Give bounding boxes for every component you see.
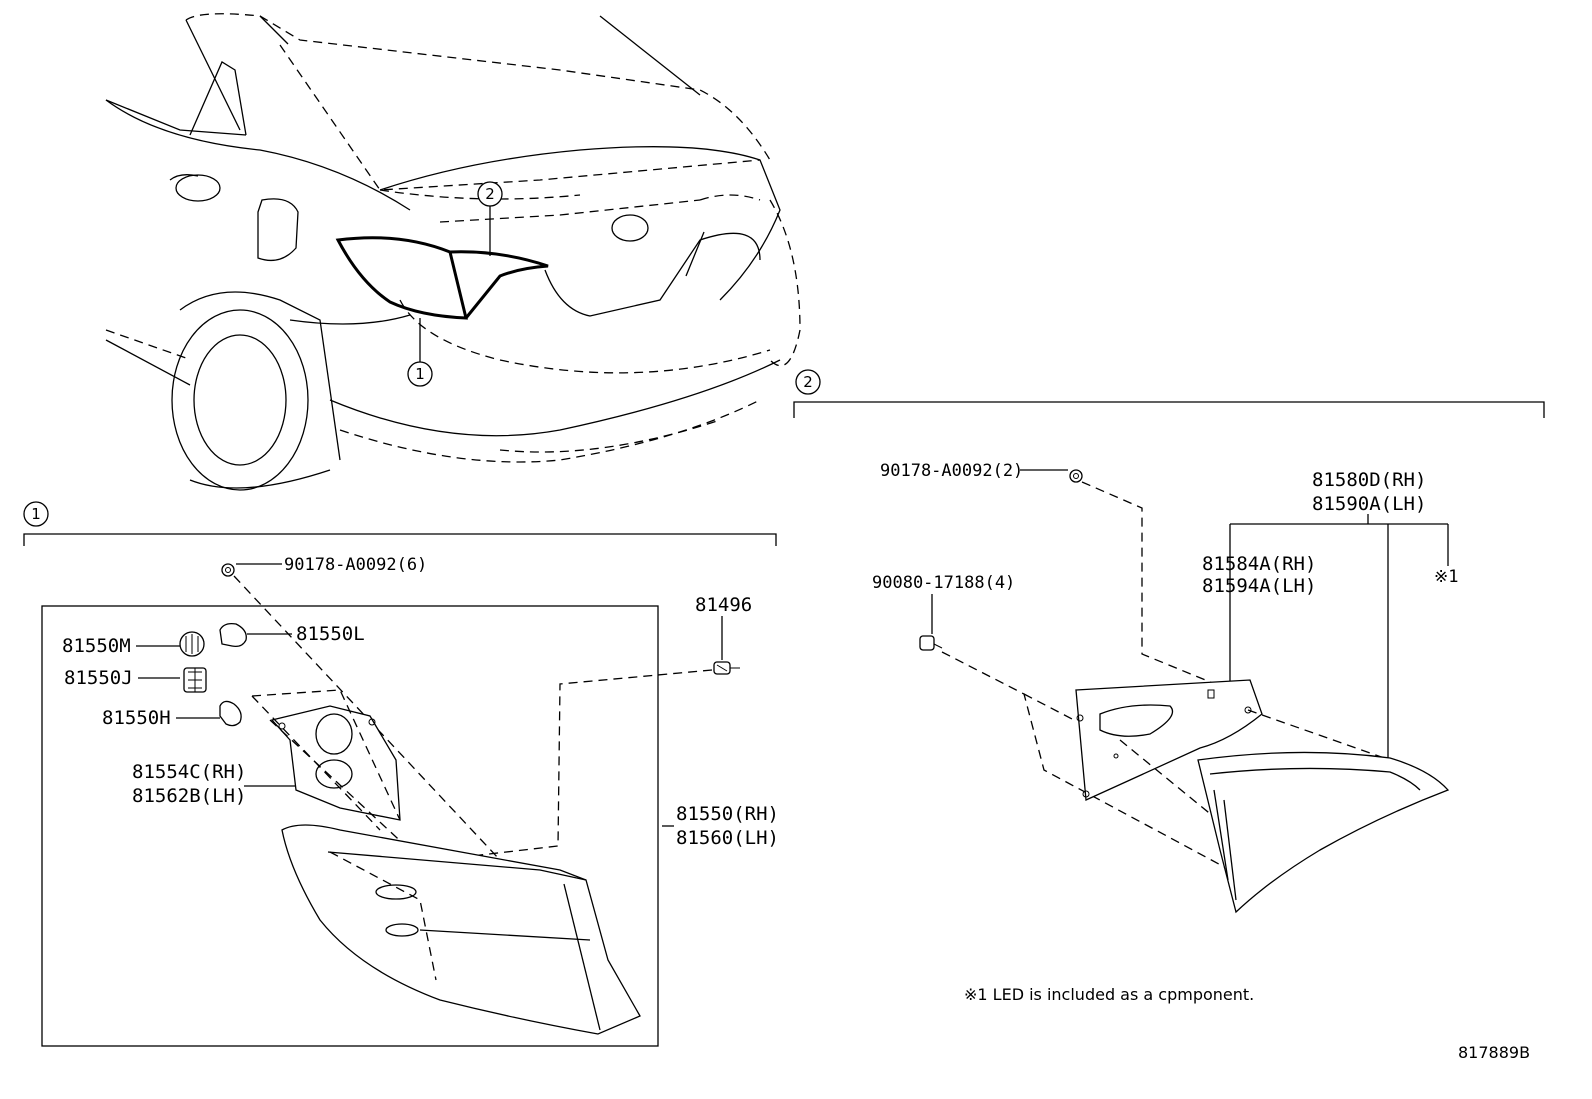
part-81550l: 81550L — [296, 623, 365, 645]
section-1-outer-lamp: 1 90178-A0092(6) 81496 81550M — [23, 501, 779, 1047]
clip-icon — [713, 661, 740, 675]
section-1-callout: 1 — [31, 505, 41, 523]
part-81496: 81496 — [695, 594, 752, 616]
part-81590a-lh: 81590A(LH) — [1312, 493, 1426, 515]
tail-lamp-inner-icon — [1197, 751, 1450, 914]
callout-2-car: 2 — [485, 185, 495, 203]
socket-icon — [179, 631, 205, 657]
reference-mark-1: ※1 — [1434, 567, 1458, 587]
part-81594a-lh: 81594A(LH) — [1202, 575, 1316, 597]
part-81560-lh: 81560(LH) — [676, 827, 779, 849]
led-note: ※1 LED is included as a cpmponent. — [964, 985, 1254, 1004]
part-81562b-lh: 81562B(LH) — [132, 785, 246, 807]
bulb-icon — [219, 622, 247, 648]
callout-1-car: 1 — [415, 365, 425, 383]
lamp-bracket-icon — [1075, 679, 1263, 801]
screw-icon — [221, 563, 235, 577]
tail-lamp-outer-icon — [281, 824, 641, 1035]
part-81550m: 81550M — [62, 635, 131, 657]
part-81550j: 81550J — [64, 667, 133, 689]
part-90080-17188-4: 90080-17188(4) — [872, 573, 1015, 593]
part-81584a-rh: 81584A(RH) — [1202, 553, 1316, 575]
part-90178-a0092-6: 90178-A0092(6) — [284, 555, 427, 575]
part-81580d-rh: 81580D(RH) — [1312, 469, 1426, 491]
clip-icon — [919, 635, 943, 651]
part-90178-a0092-2: 90178-A0092(2) — [880, 461, 1023, 481]
car-rear-illustration: 1 2 — [105, 13, 801, 491]
section-2-callout: 2 — [803, 373, 813, 391]
screw-icon — [1069, 469, 1083, 483]
section-2-inner-lamp: 2 90178-A0092(2) 81580D(RH) 81590A(LH) 8… — [793, 369, 1545, 1004]
part-81550h: 81550H — [102, 707, 171, 729]
diagram-id: 817889B — [1458, 1043, 1530, 1062]
socket-icon — [183, 667, 207, 693]
bulb-icon — [219, 700, 242, 727]
part-81550-rh: 81550(RH) — [676, 803, 779, 825]
gasket-icon — [270, 705, 401, 821]
part-81554c-rh: 81554C(RH) — [132, 761, 246, 783]
